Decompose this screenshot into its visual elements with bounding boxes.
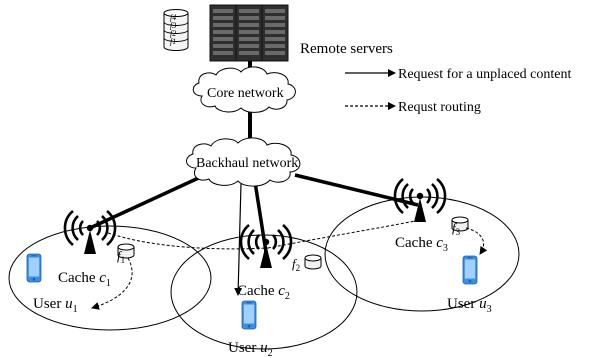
content-label-f2: f2 [170, 29, 176, 38]
base-station-3-icon [393, 177, 447, 224]
core-network-cloud: Core network [192, 66, 296, 113]
content-label-f4: f4 [170, 13, 176, 22]
backhaul-network-label: Backhaul network [196, 156, 298, 171]
user-label-1: User u1 [33, 296, 78, 315]
link-backhaul-bs3 [294, 173, 419, 207]
user-phone-3-icon [462, 255, 478, 285]
file-label-2: f2 [292, 256, 300, 273]
legend: Request for a unplaced content Requst ro… [345, 67, 571, 115]
user-phone-2-icon [241, 300, 257, 330]
cache-label-2: Cache c2 [237, 283, 290, 302]
content-label-f1: f1 [170, 37, 176, 46]
link-backhaul-bs1 [89, 173, 206, 230]
content-label-f3: f3 [170, 21, 176, 30]
dashed-link-bs1-bs2 [107, 232, 269, 250]
user-phone-1-icon [26, 253, 42, 283]
file-label-1: f1 [117, 248, 125, 265]
cache-label-3: Cache c3 [395, 235, 448, 254]
legend-dashed-label: Requst routing [398, 100, 481, 115]
routing-arrow-user1 [91, 257, 133, 310]
cell-coverage-2 [170, 234, 358, 350]
remote-servers-label: Remote servers [300, 41, 393, 57]
core-network-label: Core network [207, 86, 284, 101]
request-arrow-unplaced [234, 183, 243, 296]
dashed-link-bs2-bs3 [267, 219, 421, 249]
base-station-2-icon [239, 223, 293, 270]
backhaul-network-cloud: Backhaul network [186, 137, 301, 187]
remote-servers-icon [209, 4, 289, 62]
content-stack-icon: f4 f3 f2 f1 [163, 9, 189, 51]
routing-arrow-user3 [465, 227, 488, 255]
cache-label-1: Cache c1 [58, 270, 111, 289]
legend-solid-label: Request for a unplaced content [398, 67, 571, 82]
user-label-3: User u3 [447, 296, 492, 315]
cell-coverage-1 [8, 225, 212, 331]
cache-disk-2-icon [304, 254, 322, 270]
base-station-1-icon [63, 209, 117, 256]
user-label-2: User u2 [228, 340, 273, 358]
file-label-3: f3 [452, 220, 461, 237]
